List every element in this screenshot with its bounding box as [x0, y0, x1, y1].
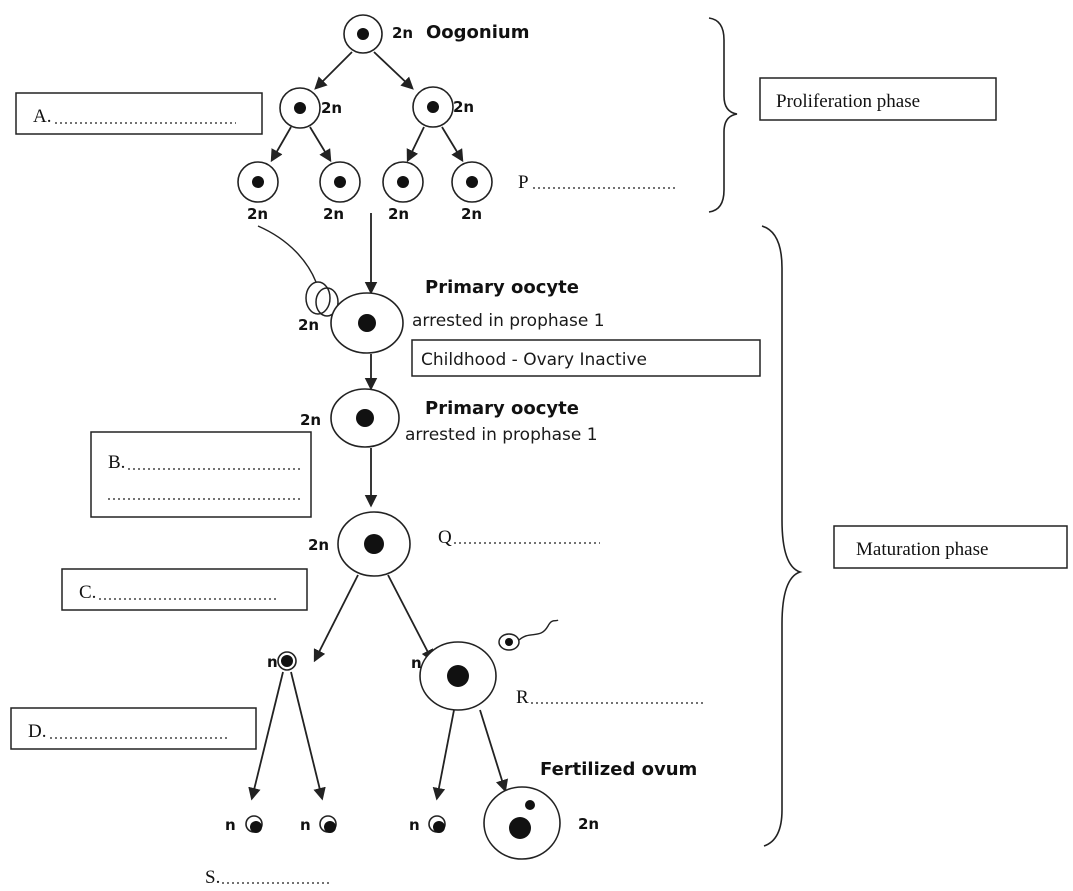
blank-r-letter: R [516, 687, 529, 708]
answer-box-d[interactable] [10, 707, 257, 750]
ploidy-label: n [411, 654, 422, 672]
oogonium-cell [382, 161, 424, 203]
fertilized-ovum-label: Fertilized ovum [540, 759, 697, 780]
ploidy-label: 2n [323, 205, 344, 223]
ploidy-label: 2n [578, 815, 599, 833]
answer-box-c[interactable] [61, 568, 308, 611]
arrow [290, 671, 326, 801]
answer-box-a-label: A. [33, 106, 51, 127]
follicle-cell-strand [257, 225, 317, 283]
arrow [432, 709, 455, 801]
proliferation-phase-box [759, 77, 997, 121]
secondary-oocyte-cell [419, 641, 497, 711]
oogonium-cell [343, 14, 383, 54]
answer-box-a[interactable] [15, 92, 263, 135]
answer-box-c-label: C. [79, 582, 96, 603]
arrow [441, 126, 464, 163]
proliferation-phase-label: Proliferation phase [776, 91, 920, 112]
primary-oocyte-cell [330, 388, 400, 448]
ploidy-label: 2n [247, 205, 268, 223]
blank-q-letter: Q [438, 527, 452, 548]
arrow [373, 51, 414, 90]
oogonium-cell [237, 161, 279, 203]
fertilized-ovum-cell [483, 786, 561, 860]
arrow [309, 126, 332, 163]
childhood-label: Childhood - Ovary Inactive [421, 350, 647, 370]
ploidy-label: 2n [321, 99, 342, 117]
answer-box-b-label: B. [108, 452, 125, 473]
polar-body [245, 815, 263, 833]
blank-q: Q [438, 527, 452, 548]
blank-p: P [518, 172, 529, 193]
answer-box-d-label: D. [28, 721, 46, 742]
arrow [406, 126, 425, 163]
primary-oocyte-cell [330, 292, 404, 354]
proliferation-brace [708, 17, 738, 213]
answer-box-b[interactable] [90, 431, 312, 518]
arrow [387, 574, 434, 663]
polar-body [428, 815, 446, 833]
maturation-phase-label: Maturation phase [856, 539, 988, 560]
arrow [270, 126, 292, 163]
ploidy-label: n [409, 816, 420, 834]
arrow [314, 51, 353, 90]
blank-s: S. [205, 867, 220, 888]
arrow [479, 709, 509, 793]
arrow [248, 671, 284, 801]
ploidy-label: 2n [300, 411, 321, 429]
oogonium-label: Oogonium [426, 22, 529, 43]
arrested-label: arrested in prophase 1 [405, 425, 598, 445]
primary-oocyte-label: Primary oocyte [425, 277, 579, 298]
arrested-label: arrested in prophase 1 [412, 311, 605, 331]
ploidy-label: 2n [388, 205, 409, 223]
oogonium-cell [451, 161, 493, 203]
ploidy-label: n [300, 816, 311, 834]
ploidy-label: 2n [461, 205, 482, 223]
childhood-box [411, 339, 761, 377]
maturation-phase-box [833, 525, 1068, 569]
sperm-cell [498, 619, 559, 651]
blank-r: R [516, 687, 529, 708]
first-polar-body [277, 651, 297, 671]
primary-oocyte-label: Primary oocyte [425, 398, 579, 419]
follicle-cell-cluster [305, 281, 339, 317]
blank-s-letter: S. [205, 867, 220, 888]
ploidy-label: 2n [298, 316, 319, 334]
arrow [313, 574, 359, 663]
maturation-brace [761, 225, 803, 847]
ploidy-label: 2n [453, 98, 474, 116]
dividing-cell [412, 86, 454, 128]
oocyte-cell [337, 511, 411, 577]
dividing-cell [279, 87, 321, 129]
oogonium-cell [319, 161, 361, 203]
ploidy-label: n [267, 653, 278, 671]
polar-body [319, 815, 337, 833]
ploidy-label: 2n [392, 24, 413, 42]
blank-p-letter: P [518, 172, 529, 193]
ploidy-label: n [225, 816, 236, 834]
ploidy-label: 2n [308, 536, 329, 554]
